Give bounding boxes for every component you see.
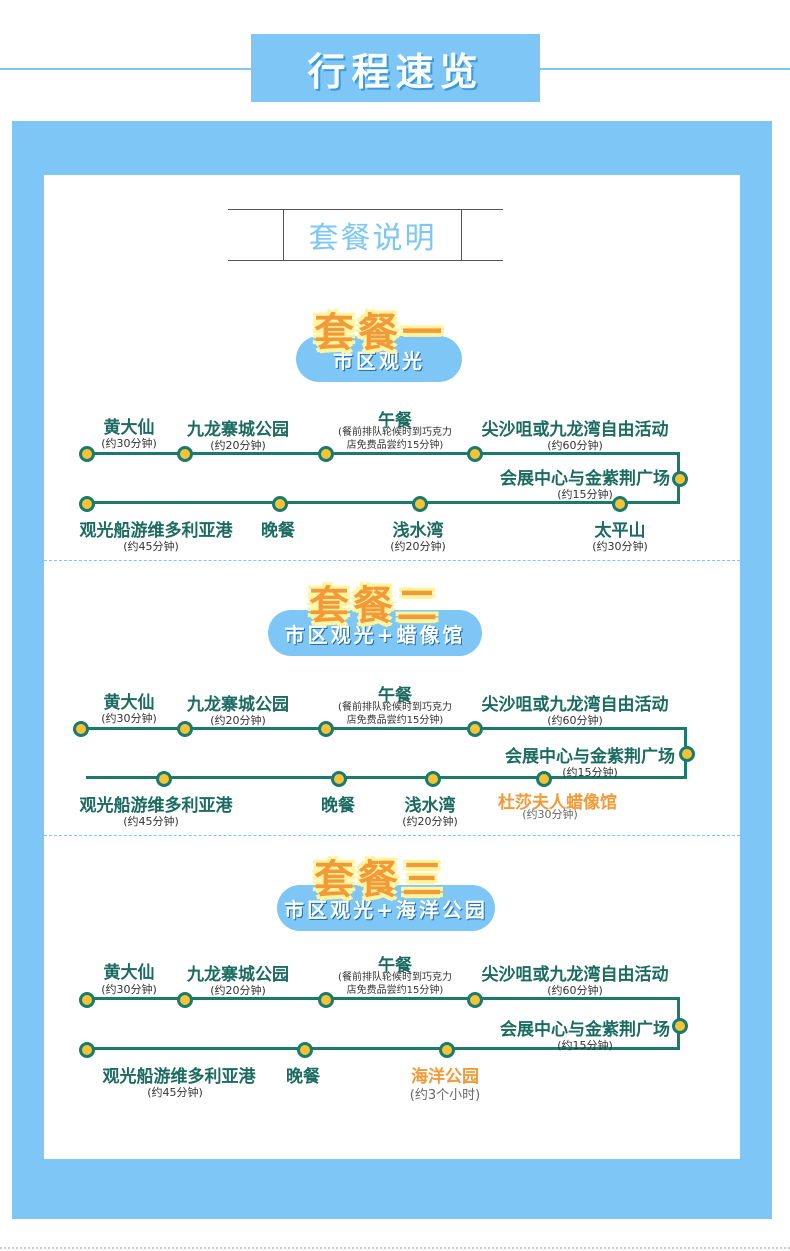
stop-duration: (约20分钟)	[210, 439, 266, 452]
stop-name: 午餐	[378, 686, 412, 706]
stop-note: 店免费品尝约15分钟)	[346, 440, 444, 451]
stop-duration: (约45分钟)	[147, 1086, 203, 1099]
stop-duration: (约20分钟)	[210, 714, 266, 727]
route-stop-dot	[318, 992, 334, 1008]
stop-name: 黄大仙	[103, 963, 155, 983]
stop-duration: (约60分钟)	[547, 984, 603, 997]
stop-name: 九龙寨城公园	[187, 695, 289, 715]
stop-name: 观光船游维多利亚港	[79, 521, 233, 541]
stop-duration: (约60分钟)	[547, 714, 603, 727]
plan-subtitle: 市区观光+海洋公园	[277, 885, 495, 931]
route-line	[86, 501, 680, 504]
route-line	[86, 776, 687, 779]
stop-name: 尖沙咀或九龙湾自由活动	[481, 420, 669, 440]
route-stop-dot	[79, 496, 95, 512]
stop-name: 晚餐	[321, 796, 355, 816]
stop-duration: (约45分钟)	[123, 540, 179, 553]
route-stop-dot	[467, 992, 483, 1008]
route-stop-dot	[177, 992, 193, 1008]
route-stop-dot	[439, 1042, 455, 1058]
plan-subtitle: 市区观光+蜡像馆	[268, 610, 482, 656]
stop-name-highlight: 杜莎夫人蜡像馆	[498, 793, 617, 813]
stop-name: 浅水湾	[404, 796, 456, 816]
route-stop-dot	[331, 771, 347, 787]
plan-title: 套餐三	[314, 857, 446, 903]
stop-name: 会展中心与金紫荆广场	[500, 1020, 670, 1040]
route-stop-dot	[536, 771, 552, 787]
route-line	[86, 997, 679, 1000]
route-stop-dot	[612, 496, 628, 512]
stop-duration: (约3个小时)	[409, 1088, 481, 1103]
route-stop-dot	[79, 992, 95, 1008]
stop-name: 浅水湾	[392, 521, 444, 541]
stop-name: 九龙寨城公园	[187, 965, 289, 985]
stop-note: 店免费品尝约15分钟)	[346, 985, 444, 996]
stop-name: 尖沙咀或九龙湾自由活动	[481, 965, 669, 985]
stop-name: 黄大仙	[103, 693, 155, 713]
stop-note: (餐前排队轮候时到巧克力	[338, 972, 452, 983]
route-stop-dot	[79, 1042, 95, 1058]
stop-duration: (约30分钟)	[101, 983, 157, 996]
plan-title: 套餐二	[309, 583, 441, 629]
stop-duration: (约20分钟)	[390, 540, 446, 553]
plan-divider	[44, 835, 740, 836]
stop-name: 会展中心与金紫荆广场	[500, 469, 670, 489]
footer-rule	[0, 1247, 790, 1249]
stop-name: 九龙寨城公园	[187, 420, 289, 440]
stop-name: 观光船游维多利亚港	[79, 796, 233, 816]
route-stop-dot	[79, 446, 95, 462]
stop-duration: (约60分钟)	[547, 439, 603, 452]
route-stop-dot	[412, 496, 428, 512]
route-line	[86, 452, 679, 455]
plan-title: 套餐一	[314, 310, 446, 356]
route-stop-dot	[177, 721, 193, 737]
stop-name: 尖沙咀或九龙湾自由活动	[481, 695, 669, 715]
stop-name: 黄大仙	[103, 418, 155, 438]
plan-divider	[44, 560, 740, 561]
route-stop-dot	[297, 1042, 313, 1058]
stop-duration: (约30分钟)	[101, 437, 157, 450]
stop-name-highlight: 海洋公园	[411, 1067, 479, 1087]
route-stop-dot	[679, 746, 695, 762]
route-stop-dot	[467, 721, 483, 737]
stop-duration: (约30分钟)	[101, 712, 157, 725]
route-stop-dot	[318, 721, 334, 737]
desc-rule-top	[228, 209, 503, 210]
stop-name: 午餐	[378, 956, 412, 976]
stop-duration: (约45分钟)	[123, 815, 179, 828]
stop-duration: (约20分钟)	[210, 984, 266, 997]
route-line	[80, 727, 686, 730]
route-stop-dot	[672, 1018, 688, 1034]
stop-note: 店免费品尝约15分钟)	[346, 715, 444, 726]
stop-note: (餐前排队轮候时到巧克力	[338, 427, 452, 438]
route-stop-dot	[425, 771, 441, 787]
stop-note: (餐前排队轮候时到巧克力	[338, 702, 452, 713]
stop-duration: (约15分钟)	[557, 488, 613, 501]
route-stop-dot	[73, 721, 89, 737]
plan-subtitle: 市区观光	[296, 336, 462, 382]
route-stop-dot	[156, 771, 172, 787]
page-title: 行程速览	[251, 34, 540, 102]
stop-duration: (约15分钟)	[562, 766, 618, 779]
route-line	[86, 1047, 680, 1050]
route-stop-dot	[672, 471, 688, 487]
desc-rule-bottom	[228, 260, 503, 261]
route-stop-dot	[272, 496, 288, 512]
stop-name: 晚餐	[286, 1067, 320, 1087]
stop-duration: (约15分钟)	[557, 1039, 613, 1052]
route-stop-dot	[467, 446, 483, 462]
section-title: 套餐说明	[283, 209, 462, 261]
stop-duration: (约30分钟)	[592, 540, 648, 553]
stop-name: 会展中心与金紫荆广场	[505, 747, 675, 767]
stop-duration: (约20分钟)	[402, 815, 458, 828]
route-stop-dot	[318, 446, 334, 462]
route-stop-dot	[177, 446, 193, 462]
stop-name: 晚餐	[261, 521, 295, 541]
stop-name: 午餐	[378, 411, 412, 431]
stop-duration: (约30分钟)	[522, 808, 578, 821]
stop-name: 观光船游维多利亚港	[102, 1067, 256, 1087]
stop-name: 太平山	[594, 521, 646, 541]
